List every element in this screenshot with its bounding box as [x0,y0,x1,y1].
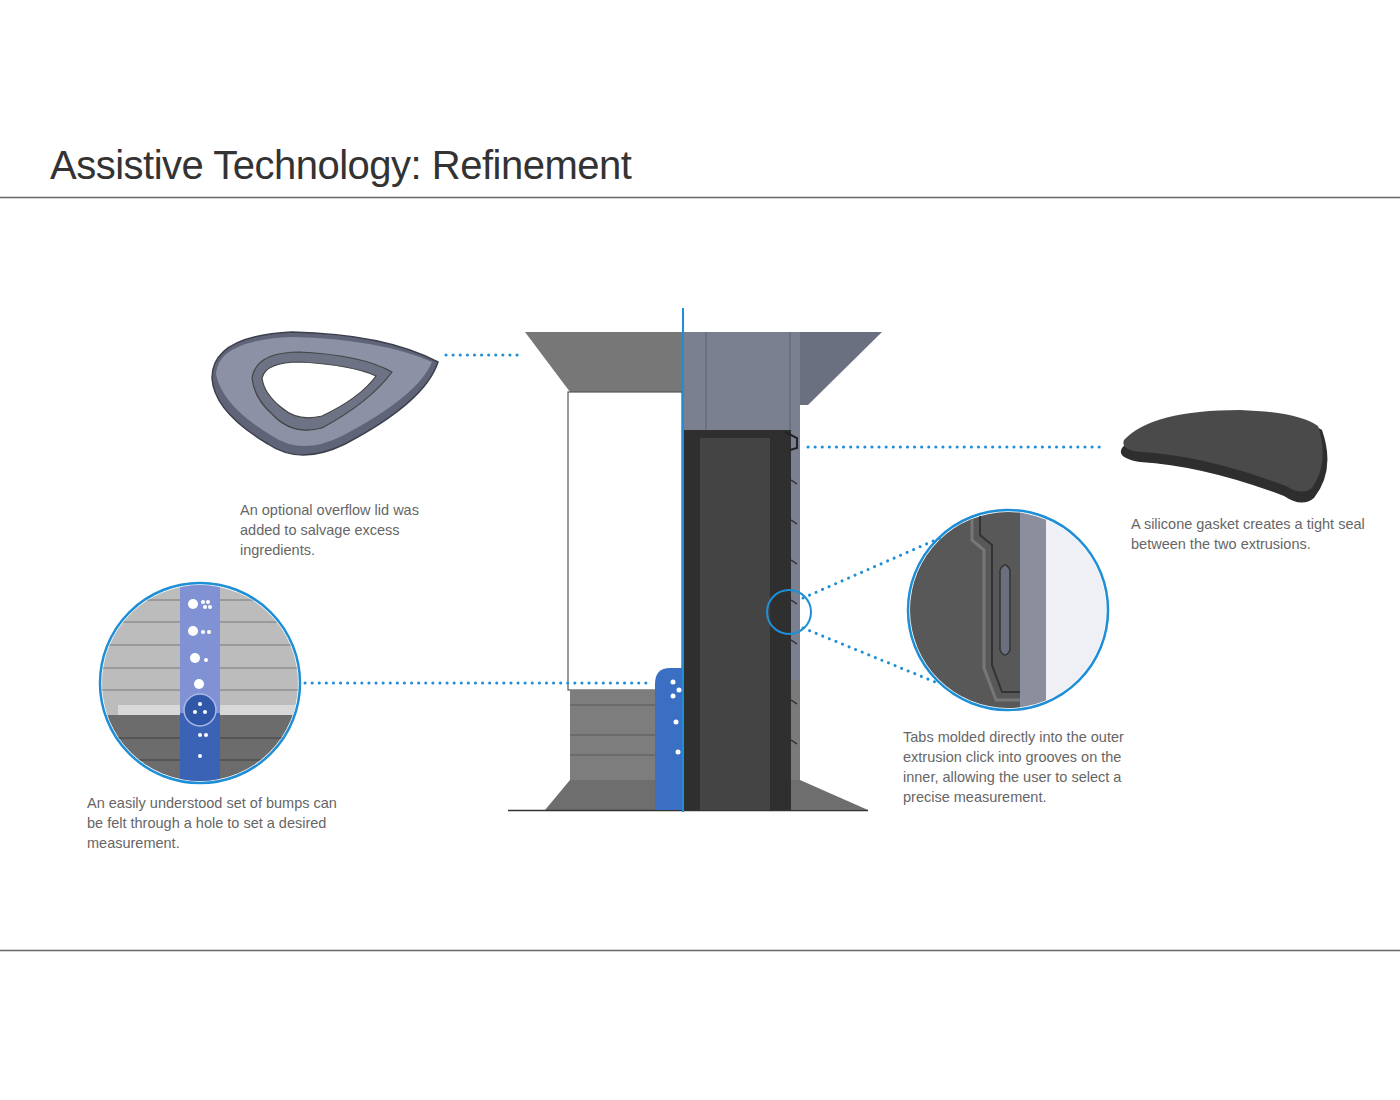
lid-caption: An optional overflow lid was added to sa… [240,500,455,560]
bumps-caption: An easily understood set of bumps can be… [87,793,337,853]
tab-detail [767,500,1120,720]
footer-rule [0,950,1400,952]
gasket-caption: A silicone gasket creates a tight seal b… [1131,514,1379,554]
bump-detail [100,583,300,785]
header-rule [0,197,1400,199]
silicone-gasket [1121,410,1328,503]
tabs-caption: Tabs molded directly into the outer extr… [903,727,1153,807]
page-title: Assistive Technology: Refinement [50,143,631,188]
leader-lines [305,355,1100,684]
cross-section [508,308,882,812]
overflow-lid [212,332,438,455]
